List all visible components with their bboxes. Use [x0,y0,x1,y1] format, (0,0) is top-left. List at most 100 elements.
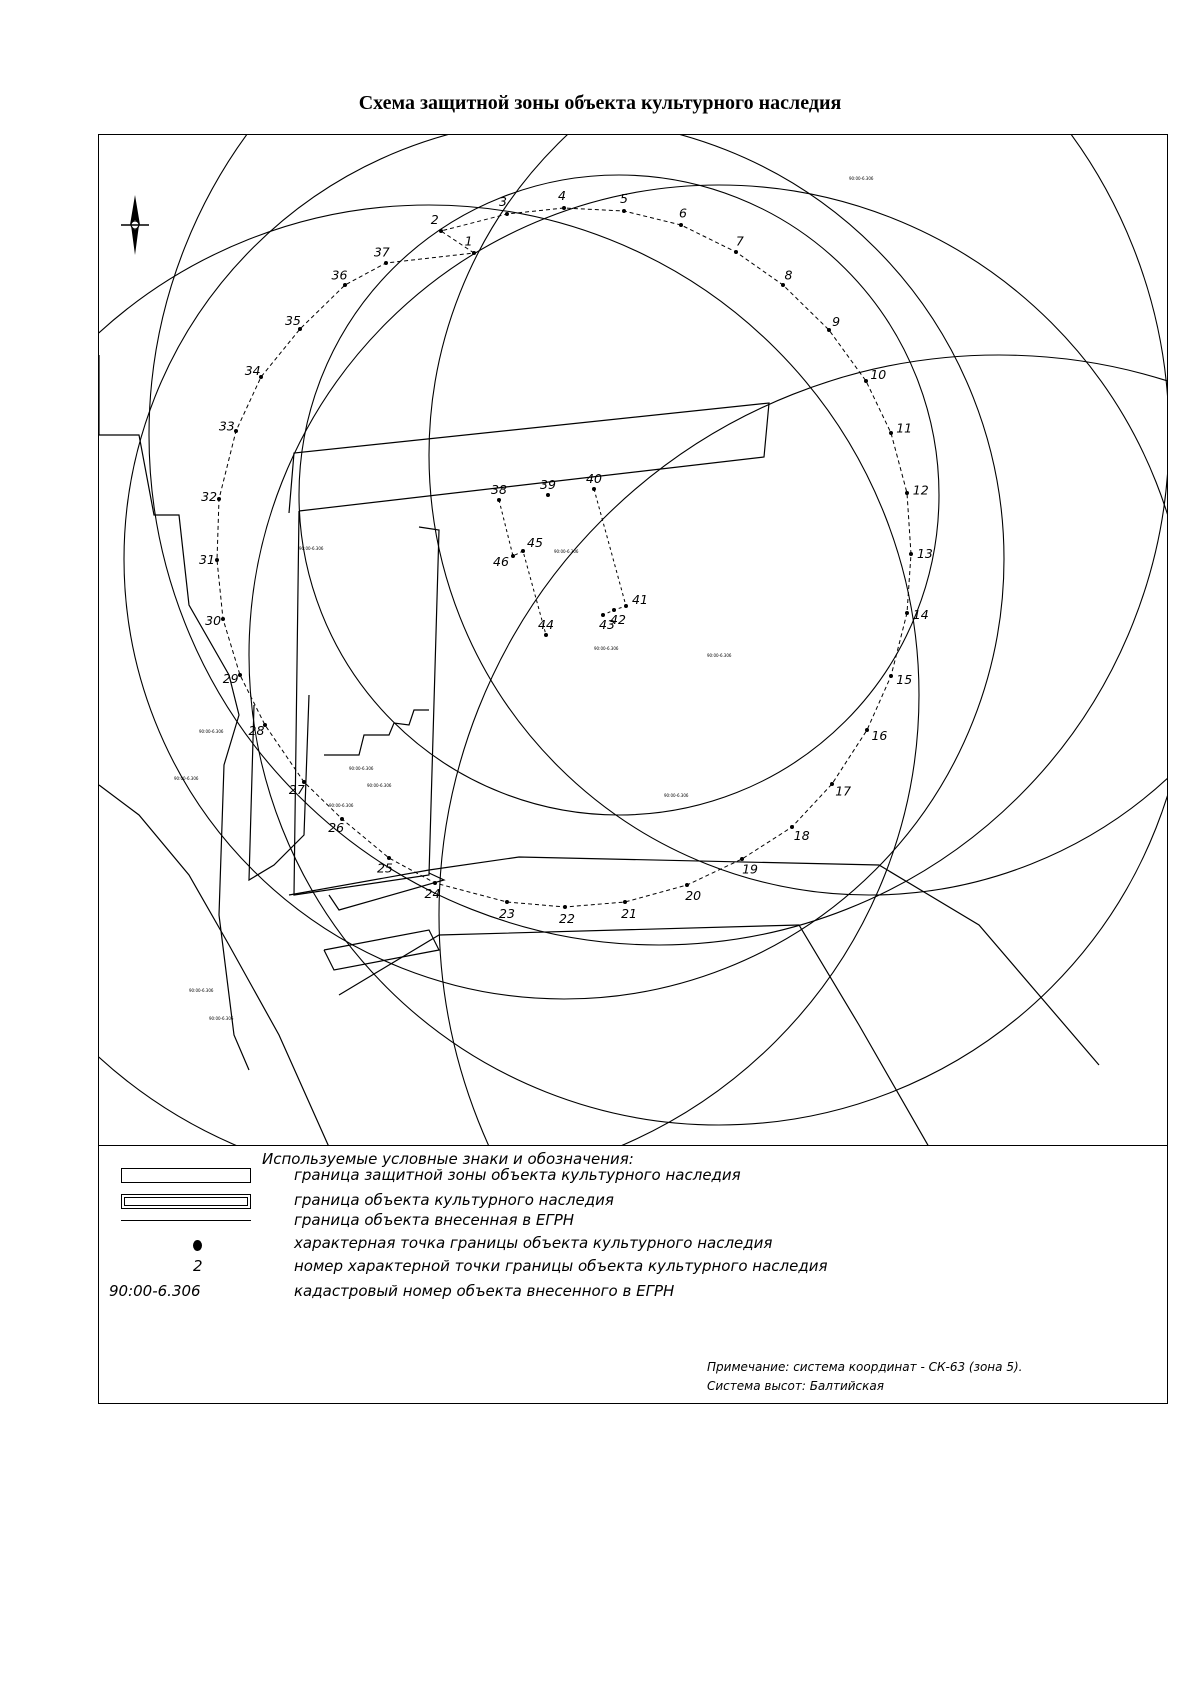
cadastral-number-label: 90:00-6.306 [594,646,619,651]
boundary-point [343,283,347,287]
point-number-label: 19 [742,861,758,876]
point-number-label: 23 [499,906,515,921]
point-number-label: 39 [540,477,556,492]
boundary-point [387,856,391,860]
point-number-label: 38 [491,482,507,497]
point-number-label: 15 [896,672,912,687]
cadastral-number-label: 90:00-6.306 [664,793,689,798]
legend-text: граница защитной зоны объекта культурног… [294,1166,741,1184]
legend-panel: Используемые условные знаки и обозначени… [98,1146,1168,1404]
egrn-boundary-building [324,709,429,756]
boundary-point [623,900,627,904]
boundary-point [790,825,794,829]
point-number-label: 32 [201,489,217,504]
egrn-boundary-west [99,355,250,1071]
point-number-label: 43 [599,617,615,632]
point-number-label: 35 [285,313,301,328]
point-number-label: 12 [913,483,929,498]
point-number-label: 27 [289,782,305,797]
point-number-label: 18 [794,828,810,843]
boundary-point [622,209,626,213]
circle-zone-5 [148,135,1167,946]
cadastral-number-label: 90:00-6.306 [209,1016,234,1021]
point-number-label: 25 [377,860,393,875]
egrn-boundary-swatch [121,1220,251,1221]
boundary-point [624,604,628,608]
egrn-boundary-parcel-a [293,510,440,896]
egrn-boundary-south-2 [338,924,929,1145]
point-number-label: 30 [205,613,221,628]
circle-zone-6 [438,354,1167,1145]
cadastral-number-label: 90:00-6.306 [199,729,224,734]
point-number-label: 31 [199,552,215,567]
point-number-label: 40 [586,471,602,486]
boundary-point [889,431,893,435]
boundary-point [433,881,437,885]
inner-boundary-east [593,488,627,616]
boundary-point [505,900,509,904]
point-number-label: 4 [558,188,566,203]
egrn-boundary-parcel-b [248,694,310,882]
point-number-label: 5 [620,191,628,206]
egrn-boundary-south [288,856,1100,1066]
boundary-point [685,883,689,887]
boundary-point [601,613,605,617]
legend-item-cadastral: 90:00-6.306 кадастровый номер объекта вн… [99,1282,1169,1302]
point-number-label: 21 [621,906,637,921]
egrn-boundary-sliver-b [323,929,440,971]
egrn-boundary-sliver-a [328,872,446,911]
boundary-point [298,327,302,331]
zone-boundary-swatch [121,1168,251,1183]
boundary-point [562,206,566,210]
egrn-boundary-diagonal [99,784,329,1145]
legend-item-point: характерная точка границы объекта культу… [99,1234,1169,1256]
boundary-point [259,375,263,379]
legend-text: характерная точка границы объекта культу… [294,1234,773,1252]
point-number-label: 42 [610,612,626,627]
heritage-object-boundary [216,207,912,908]
circle-zone-7 [298,174,940,816]
cadastral-sample: 90:00-6.306 [109,1282,201,1300]
cadastral-layer: 90:00-6.306 90:00-6.306 90:00-6.306 90:00-6… [174,176,874,1021]
boundary-point [439,229,443,233]
cadastral-number-label: 90:00-6.306 [849,176,874,181]
boundary-point [221,617,225,621]
point-number-label: 9 [832,314,840,329]
point-number-label: 11 [896,421,912,436]
point-number-label: 8 [784,268,792,283]
boundary-point [905,491,909,495]
boundary-point [592,487,596,491]
egrn-boundaries [99,355,1100,1145]
boundary-point [238,673,242,677]
cadastral-number-label: 90:00-6.306 [299,546,324,551]
boundary-point [217,497,221,501]
legend-item-number: 2 номер характерной точки границы объект… [99,1257,1169,1277]
point-number-label: 26 [328,820,344,835]
note-heights: Система высот: Балтийская [707,1379,884,1393]
egrn-boundary-north-strip [288,402,770,514]
boundary-point [781,283,785,287]
point-number-label: 37 [374,245,390,260]
circle-zone-2 [248,184,1167,1126]
cadastral-number-label: 90:00-6.306 [329,803,354,808]
boundary-point [472,251,476,255]
point-dot-icon [193,1240,202,1251]
boundary-point [505,212,509,216]
boundary-point [827,328,831,332]
point-number-label: 36 [332,268,348,283]
cadastral-number-label: 90:00-6.306 [367,783,392,788]
page-title: Схема защитной зоны объекта культурного … [358,92,842,114]
north-arrow-icon [121,195,149,255]
cadastral-number-label: 90:00-6.306 [189,988,214,993]
circle-zone-1 [123,135,1005,1000]
cadastral-number-label: 90:00-6.306 [554,549,579,554]
legend-text: граница объекта культурного наследия [294,1191,614,1209]
boundary-point [740,857,744,861]
boundary-point [864,379,868,383]
buffer-zone-circles [99,135,1167,1145]
boundary-point [905,611,909,615]
point-number-label: 2 [431,212,439,227]
